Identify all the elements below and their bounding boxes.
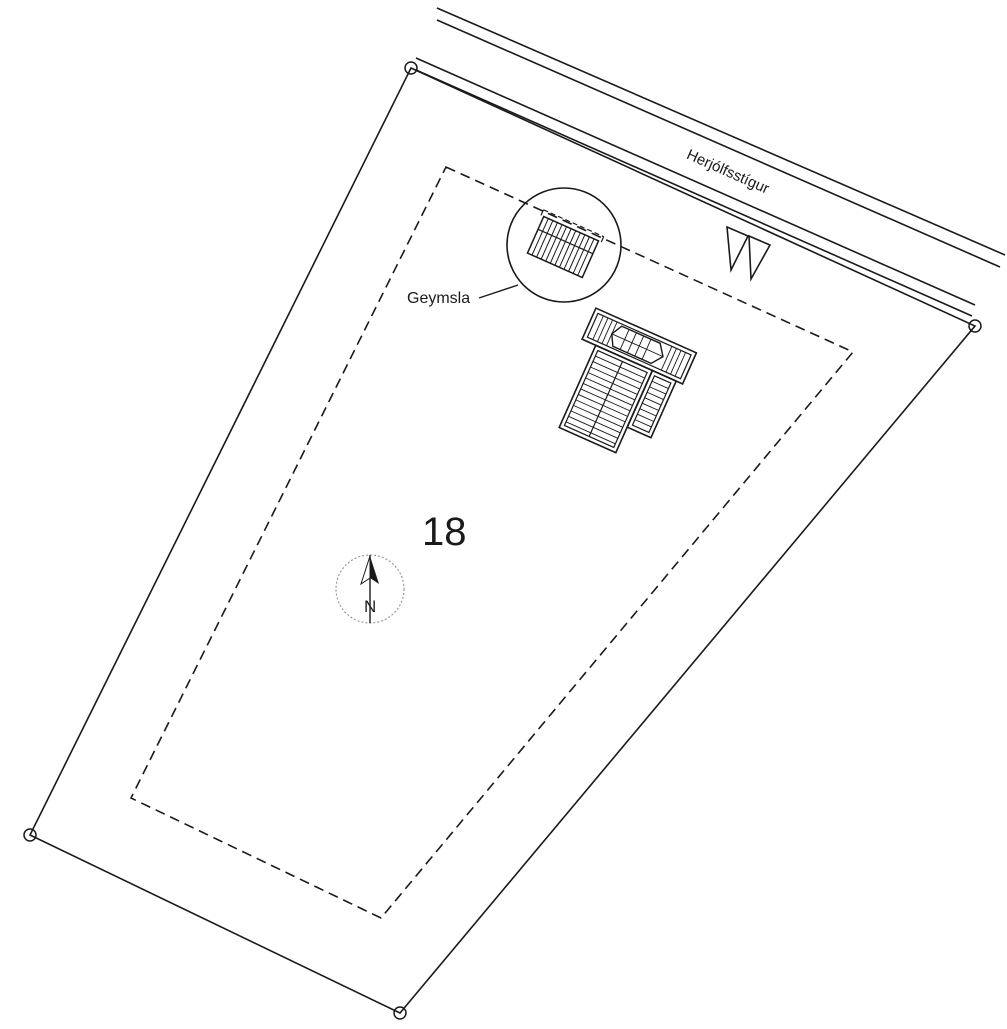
north-arrow: N <box>335 554 405 624</box>
parking-marks <box>726 225 772 282</box>
parking-triangle <box>748 234 772 282</box>
parking-triangle <box>726 225 750 273</box>
boundary-marker <box>404 61 418 75</box>
boundary-marker <box>23 828 37 842</box>
storage-label: Geymsla <box>407 290 470 307</box>
storage-callout <box>506 187 622 303</box>
storage-shed <box>526 209 605 279</box>
house-side-wing <box>626 369 678 439</box>
lot-boundary <box>28 66 977 1014</box>
street-name-label: Herjólfsstígur <box>684 146 772 197</box>
north-arrow-icon <box>370 556 379 584</box>
boundary-marker <box>968 319 982 333</box>
lot-number: 18 <box>422 510 467 554</box>
house-main-wing <box>558 344 654 454</box>
house-footprint <box>558 307 698 454</box>
building-envelope <box>129 165 855 919</box>
boundary-markers <box>23 61 982 1020</box>
street-edges <box>415 7 1006 317</box>
storage-leader <box>478 284 519 299</box>
boundary-marker <box>393 1006 407 1020</box>
house-front-wing <box>581 307 698 385</box>
north-arrow-letter: N <box>364 597 376 616</box>
